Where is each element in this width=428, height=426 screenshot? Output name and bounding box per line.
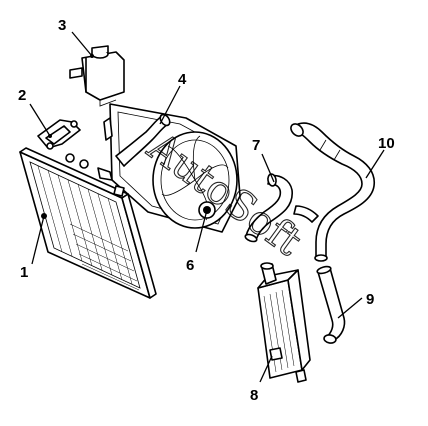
leader-3 (71, 31, 93, 57)
radiator-bracket (37, 119, 81, 150)
lower-radiator-hose (290, 122, 376, 262)
leader-2 (29, 103, 51, 137)
callout-3: 3 (58, 17, 66, 34)
expansion-tank (69, 45, 125, 107)
leader-10 (365, 149, 385, 179)
callout-9: 9 (366, 291, 374, 308)
leader-7 (261, 153, 275, 183)
radiator (19, 147, 157, 299)
callout-2: 2 (18, 87, 26, 104)
small-coolant-hose (244, 173, 293, 243)
callout-8: 8 (250, 387, 258, 404)
callout-10: 10 (378, 135, 395, 152)
leader-9 (337, 297, 363, 319)
intercooler (257, 262, 311, 383)
leader-8 (259, 355, 273, 383)
callout-labels: 1 2 3 4 6 7 8 9 10 (18, 17, 395, 404)
cooling-fan (152, 131, 238, 229)
leader-lines (29, 31, 385, 383)
leader-1 (31, 215, 45, 265)
callout-1: 1 (20, 264, 28, 281)
callout-4: 4 (178, 71, 187, 88)
intercooler-hose (316, 265, 346, 344)
callout-6: 6 (186, 257, 194, 274)
leader-6 (195, 209, 208, 253)
upper-radiator-hose (115, 113, 171, 167)
leader-4 (159, 85, 181, 125)
callout-7: 7 (252, 137, 260, 154)
